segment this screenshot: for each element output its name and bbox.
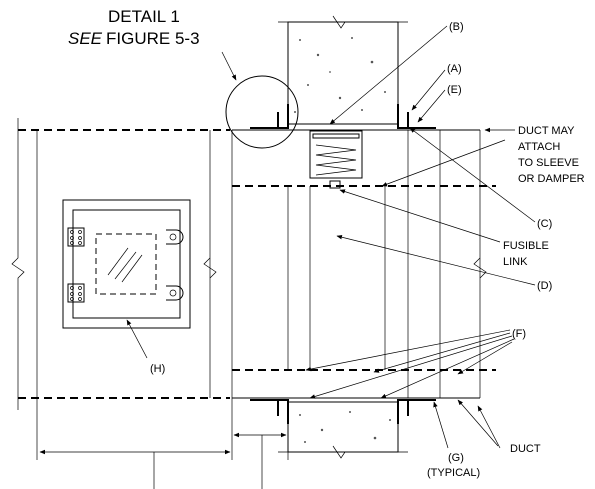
sleeve-and-damper [232, 129, 496, 399]
label-e: (E) [447, 84, 462, 96]
concrete-wall-top [278, 15, 408, 125]
label-g: (G) [448, 452, 464, 464]
label-typical: (TYPICAL) [427, 467, 480, 479]
duct-may-line-1: DUCT MAY [518, 125, 575, 137]
access-door [62, 199, 191, 329]
dimension-lines [36, 398, 289, 489]
leader-lines [126, 25, 536, 449]
fusible-line-1: FUSIBLE [503, 240, 549, 252]
label-c: (C) [537, 218, 552, 230]
detail-title: DETAIL 1 [108, 7, 180, 26]
fusible-line-2: LINK [503, 256, 528, 268]
detail-leader [221, 51, 237, 81]
label-duct: DUCT [510, 443, 541, 455]
retaining-angles [250, 104, 436, 424]
left-duct-view [11, 118, 233, 410]
duct-may-line-4: OR DAMPER [518, 173, 585, 185]
label-f: (F) [512, 328, 526, 340]
concrete-wall-bottom [278, 401, 408, 459]
label-b: (B) [449, 21, 464, 33]
label-h: (H) [150, 363, 165, 375]
duct-may-line-3: TO SLEEVE [518, 157, 579, 169]
duct-may-line-2: ATTACH [518, 141, 560, 153]
label-a: (A) [447, 63, 462, 75]
label-d: (D) [537, 280, 552, 292]
detail-callout-circle [225, 75, 299, 149]
